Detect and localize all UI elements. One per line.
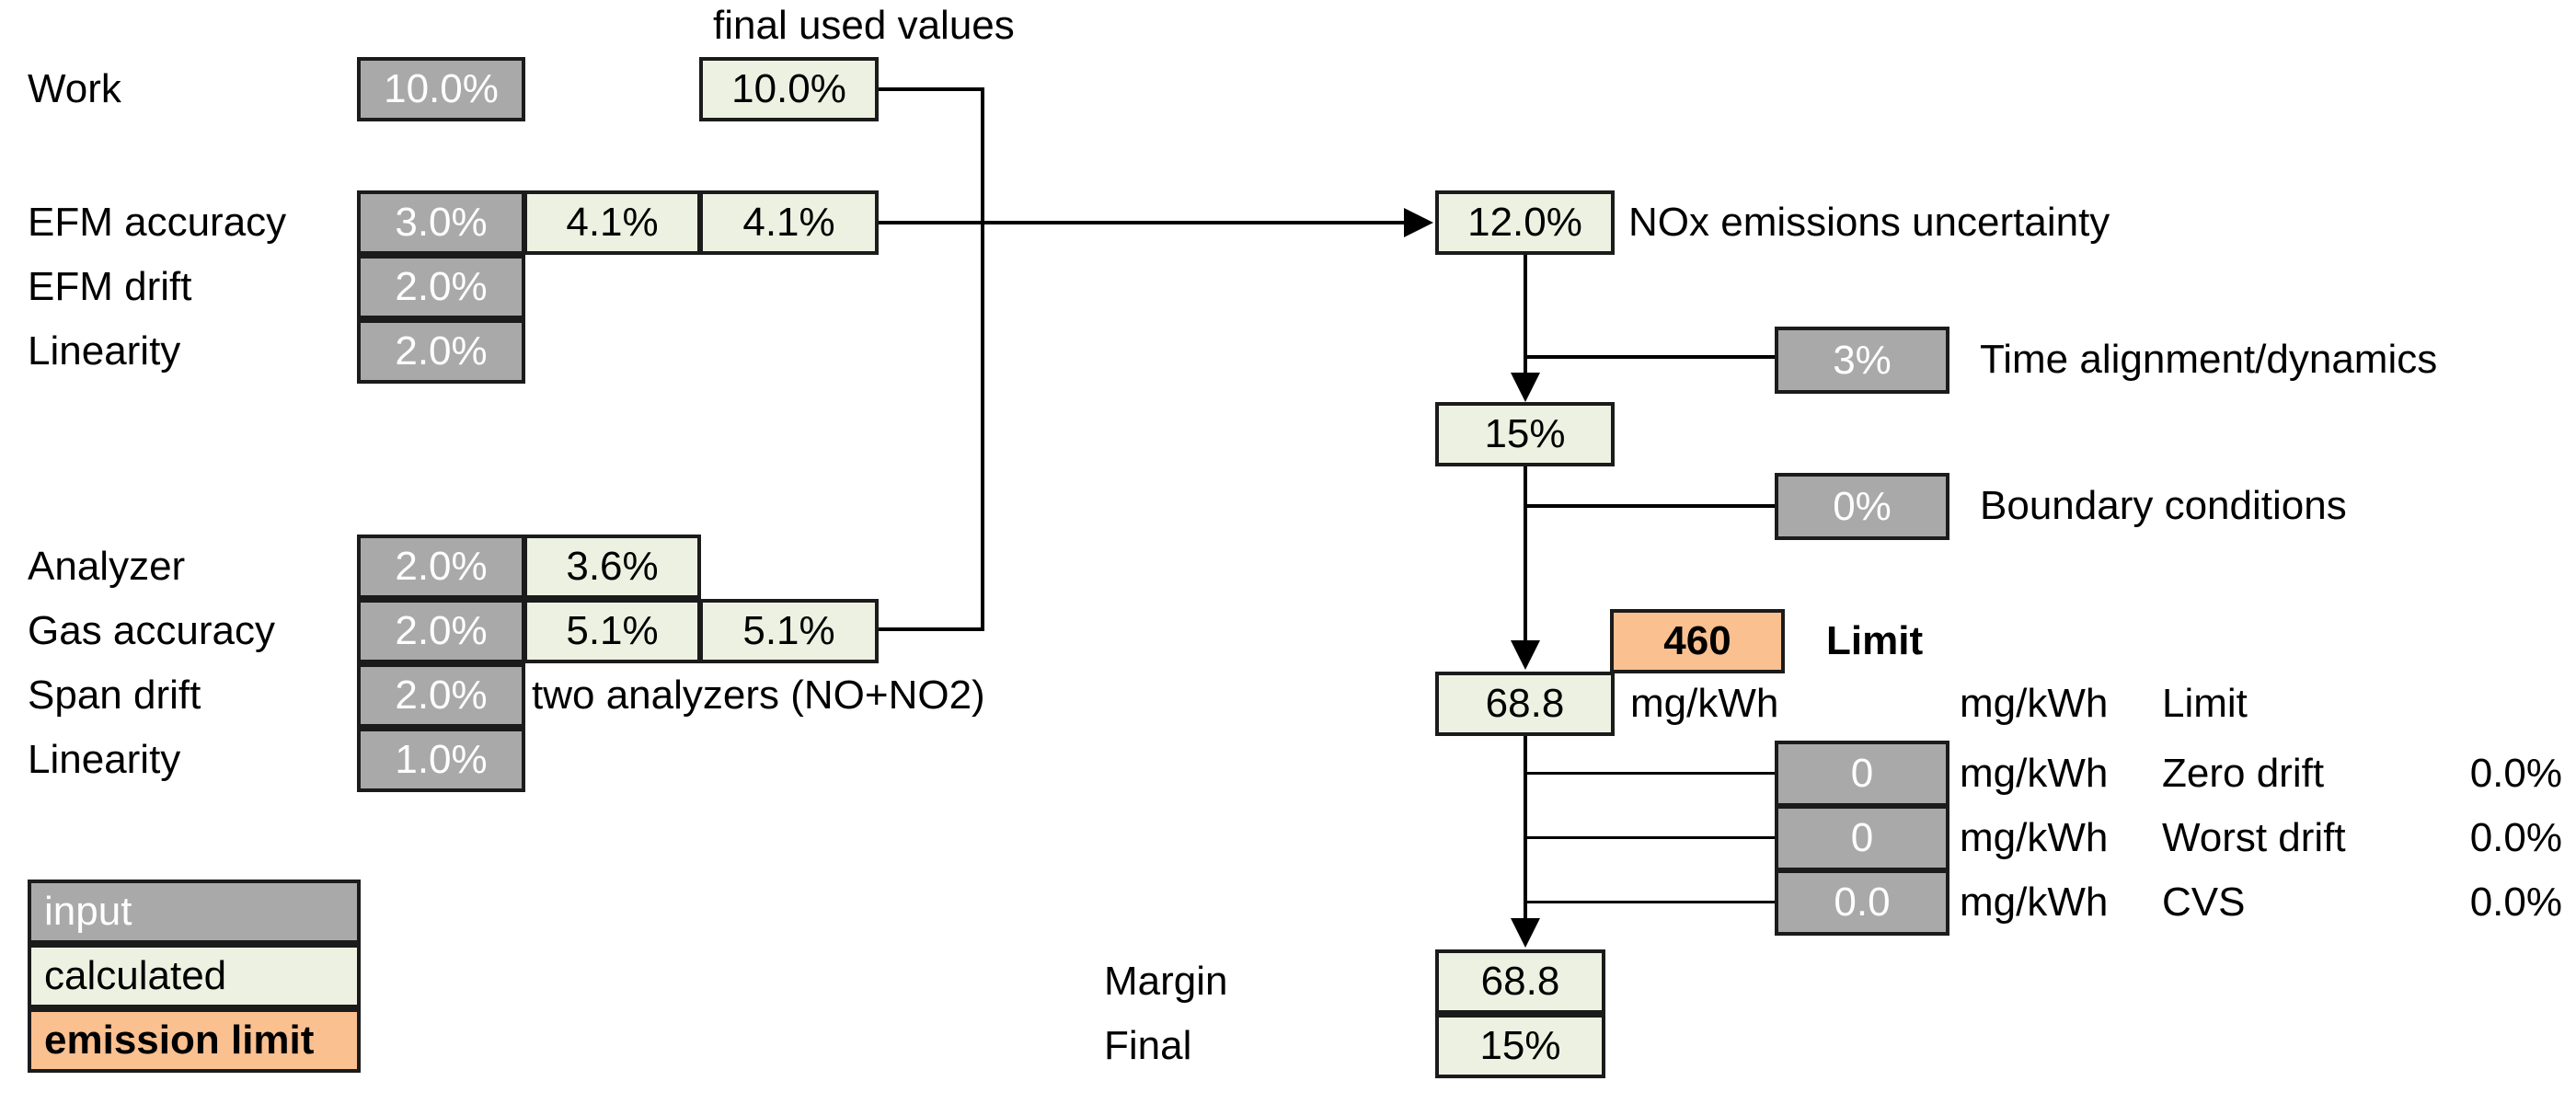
arrow-right-icon <box>1404 208 1433 237</box>
gas-accuracy-calc-cell: 5.1% <box>523 599 701 663</box>
connector-cvs-branch <box>1525 901 1775 903</box>
connector-result-down <box>1524 736 1527 920</box>
zero-drift-cell: 0 <box>1775 741 1949 807</box>
zero-drift-pct: 0.0% <box>2469 751 2562 796</box>
boundary-conditions-cell: 0% <box>1775 473 1949 540</box>
efm-drift-input-cell: 2.0% <box>357 255 525 319</box>
connector-worst-drift-branch <box>1525 836 1775 839</box>
legend-calculated: calculated <box>28 944 361 1008</box>
legend-input: input <box>28 880 361 944</box>
linearity1-input-cell: 2.0% <box>357 319 525 384</box>
arrow-down-icon-1 <box>1511 373 1540 402</box>
work-final-cell: 10.0% <box>699 57 879 121</box>
worst-drift-label: Worst drift <box>2162 815 2346 860</box>
time-alignment-cell: 3% <box>1775 327 1949 394</box>
efm-accuracy-input-cell: 3.0% <box>357 190 525 255</box>
result-unit: mg/kWh <box>1630 681 1779 726</box>
zero-drift-unit: mg/kWh <box>1960 751 2109 796</box>
row-label-efm-drift: EFM drift <box>28 264 192 309</box>
arrow-down-icon-2 <box>1511 640 1540 670</box>
time-alignment-label: Time alignment/dynamics <box>1980 337 2438 382</box>
row-label-efm-accuracy: EFM accuracy <box>28 200 287 245</box>
margin-value-cell: 68.8 <box>1435 949 1605 1014</box>
row-label-linearity-1: Linearity <box>28 328 181 374</box>
connector-merge-vertical <box>981 87 984 631</box>
boundary-conditions-label: Boundary conditions <box>1980 483 2347 528</box>
cvs-label: CVS <box>2162 880 2246 925</box>
row-label-analyzer: Analyzer <box>28 544 186 589</box>
analyzer-calc-cell: 3.6% <box>523 535 701 599</box>
emission-limit-cell: 460 <box>1610 609 1785 673</box>
nox-uncertainty-cell: 12.0% <box>1435 190 1615 255</box>
arrow-down-icon-3 <box>1511 918 1540 948</box>
connector-efm-to-nox <box>879 221 1406 224</box>
nox-uncertainty-label: NOx emissions uncertainty <box>1628 200 2110 245</box>
row-label-gas-accuracy: Gas accuracy <box>28 608 275 653</box>
row-label-work: Work <box>28 66 121 111</box>
span-drift-note: two analyzers (NO+NO2) <box>532 673 985 718</box>
linearity2-input-cell: 1.0% <box>357 728 525 792</box>
connector-work-horizontal <box>879 87 983 91</box>
emission-limit-label: Limit <box>1826 618 1924 663</box>
cvs-cell: 0.0 <box>1775 869 1949 936</box>
connector-combined-down <box>1524 466 1527 642</box>
gas-accuracy-final-cell: 5.1% <box>699 599 879 663</box>
connector-time-branch <box>1525 355 1775 359</box>
span-drift-input-cell: 2.0% <box>357 663 525 728</box>
worst-drift-cell: 0 <box>1775 805 1949 871</box>
row-label-linearity-2: Linearity <box>28 737 181 782</box>
legend-emission-limit: emission limit <box>28 1008 361 1073</box>
cvs-pct: 0.0% <box>2469 880 2562 925</box>
final-used-values-header: final used values <box>713 3 1015 48</box>
connector-boundary-branch <box>1525 504 1775 508</box>
gas-accuracy-input-cell: 2.0% <box>357 599 525 663</box>
row-label-span-drift: Span drift <box>28 673 201 718</box>
connector-zero-drift-branch <box>1525 772 1775 775</box>
combined-uncertainty-cell: 15% <box>1435 402 1615 466</box>
result-margin-cell: 68.8 <box>1435 672 1615 736</box>
final-value-cell: 15% <box>1435 1014 1605 1078</box>
efm-accuracy-final-cell: 4.1% <box>699 190 879 255</box>
worst-drift-pct: 0.0% <box>2469 815 2562 860</box>
margin-label: Margin <box>1104 959 1228 1004</box>
connector-gas-horizontal <box>879 627 984 631</box>
drift-header-label: Limit <box>2162 681 2248 726</box>
efm-accuracy-calc-cell: 4.1% <box>523 190 701 255</box>
analyzer-input-cell: 2.0% <box>357 535 525 599</box>
work-input-cell: 10.0% <box>357 57 525 121</box>
cvs-unit: mg/kWh <box>1960 880 2109 925</box>
drift-header-unit: mg/kWh <box>1960 681 2109 726</box>
final-label: Final <box>1104 1023 1192 1068</box>
connector-nox-down <box>1524 255 1527 374</box>
zero-drift-label: Zero drift <box>2162 751 2325 796</box>
worst-drift-unit: mg/kWh <box>1960 815 2109 860</box>
